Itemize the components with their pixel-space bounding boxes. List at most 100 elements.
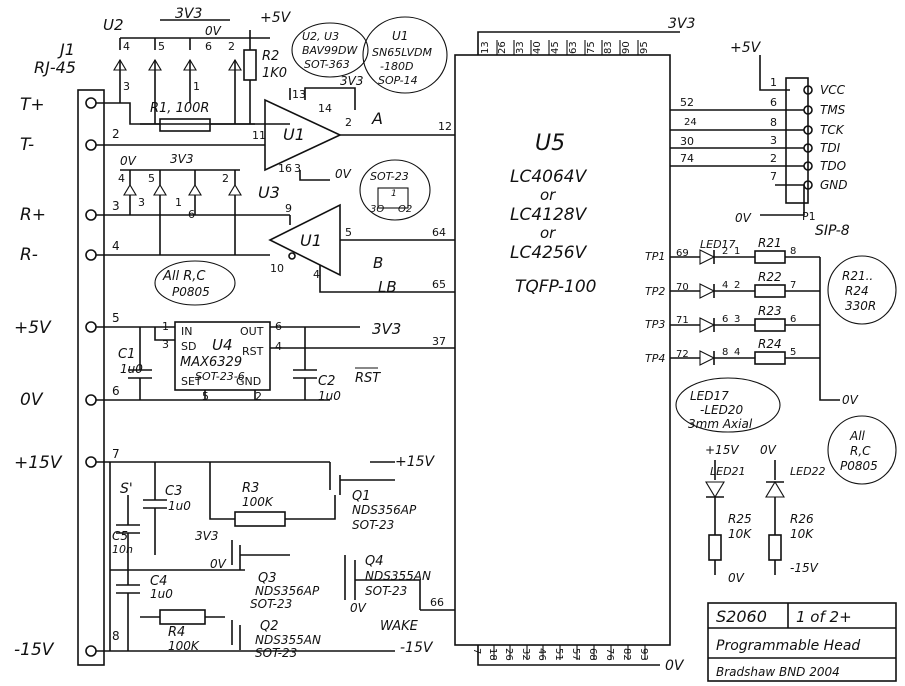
u2-pin-3: 3 <box>123 80 130 93</box>
r23-body <box>754 318 786 332</box>
u3-diode-4 <box>228 183 242 196</box>
j1-label-m15v: -15V <box>14 640 55 660</box>
j1-pin-num-6: 6 <box>112 384 120 398</box>
svg-text:5: 5 <box>790 347 796 358</box>
j1-ref: J1 <box>57 40 75 59</box>
u3-pin-1: 1 <box>175 196 182 209</box>
rail-0v-top: 0V <box>205 24 222 38</box>
q4-part: NDS355AN <box>365 569 431 583</box>
svg-text:-180D: -180D <box>380 60 413 73</box>
r26-ref: R26 <box>790 512 814 526</box>
u5-or-1: or <box>540 186 556 204</box>
tp4: TP4 <box>645 352 665 365</box>
r21-body <box>754 250 786 264</box>
j1-pin-num-5: 5 <box>112 311 120 325</box>
svg-text:4: 4 <box>734 347 740 358</box>
svg-text:SOT-23: SOT-23 <box>370 170 409 183</box>
led22-label: LED22 <box>790 465 826 478</box>
u1-driver-body <box>264 98 342 172</box>
j1-label-p15v: +15V <box>14 453 63 473</box>
svg-text:51: 51 <box>553 648 564 661</box>
c5-value: 10n <box>112 543 133 556</box>
note-cloud-rc2: All R,C P0805 <box>827 415 897 485</box>
r22-body <box>754 284 786 298</box>
p1-tdi: TDI <box>820 141 841 155</box>
tp3: TP3 <box>645 318 665 331</box>
q2-ref: Q2 <box>260 619 279 634</box>
led-testpoints: TP1 TP2 TP3 TP4 69 70 71 72 LED17 2 1 4 … <box>645 236 859 407</box>
r2-ref: R2 <box>262 49 279 64</box>
svg-text:26: 26 <box>497 41 508 54</box>
j1-wires <box>96 102 395 652</box>
svg-text:P0805: P0805 <box>172 285 210 299</box>
u5-top-3v3: 3V3 <box>668 16 695 32</box>
svg-text:1: 1 <box>391 189 397 199</box>
svg-text:R24: R24 <box>758 337 782 351</box>
q3-0v: 0V <box>210 557 227 571</box>
u4-pin-out: OUT <box>240 325 264 338</box>
svg-text:71: 71 <box>676 315 689 326</box>
svg-text:LED17: LED17 <box>690 389 729 403</box>
r25-0v: 0V <box>728 571 745 585</box>
svg-text:12: 12 <box>438 120 452 133</box>
led-0v: 0V <box>842 393 859 407</box>
u1r-pin-4: 4 <box>313 268 320 281</box>
svg-text:24: 24 <box>684 117 697 128</box>
u4-pin-in: IN <box>181 325 192 338</box>
net-a: A <box>371 109 383 128</box>
svg-text:6: 6 <box>770 96 777 109</box>
r4-body <box>159 609 206 625</box>
q4-pkg: SOT-23 <box>365 584 407 598</box>
u5-part-3: LC4256V <box>510 243 588 263</box>
svg-text:R24: R24 <box>845 284 869 298</box>
title-page: 1 of 2+ <box>796 608 852 626</box>
svg-text:-LED20: -LED20 <box>700 403 743 417</box>
r3-body <box>234 511 286 527</box>
u5-bottom-pins: 7 18 26 32 46 51 57 68 76 82 93 <box>471 645 649 661</box>
svg-text:R21: R21 <box>758 236 782 250</box>
svg-text:75: 75 <box>586 41 597 54</box>
svg-text:BAV99DW: BAV99DW <box>302 44 359 57</box>
u2-pin-6: 6 <box>205 40 212 53</box>
svg-text:SOT-363: SOT-363 <box>304 58 350 71</box>
title-author: Bradshaw BND 2004 <box>716 665 840 679</box>
c3-value: 1u0 <box>168 499 191 513</box>
connector-j1: J1 RJ-45 T+ T- R+ R- +5V 0V +15V -15V 2 … <box>14 40 120 666</box>
p1-type: SIP-8 <box>815 223 850 239</box>
j1-label-t-plus: T+ <box>20 95 45 115</box>
u4-pin-rst: RST <box>242 345 264 358</box>
p1-gnd: GND <box>820 178 848 192</box>
svg-text:All: All <box>849 429 866 443</box>
p1-0v: 0V <box>735 211 752 225</box>
cpld-u5: U5 LC4064V or LC4128V or LC4256V TQFP-10… <box>432 16 695 674</box>
p1-p5v: +5V <box>730 40 762 56</box>
svg-text:74: 74 <box>680 152 694 165</box>
c3-ref: C3 <box>165 484 182 499</box>
svg-text:C2: C2 <box>318 374 335 389</box>
u2-pin-4: 4 <box>123 40 130 53</box>
svg-text:2: 2 <box>722 246 728 257</box>
u3-diode-1 <box>123 183 137 196</box>
u2-ref: U2 <box>103 16 124 34</box>
svg-text:82: 82 <box>621 648 632 661</box>
svg-text:40: 40 <box>532 41 543 54</box>
r24-body <box>754 351 786 365</box>
reset-supervisor-u4: IN SD OUT RST SET GND U4 MAX6329 SOT-23-… <box>154 320 455 403</box>
r25-value: 10K <box>728 527 752 541</box>
r1-label: R1, 100R <box>150 101 209 116</box>
svg-text:3: 3 <box>770 134 777 147</box>
led22-0v: 0V <box>760 443 777 457</box>
q4-0v: 0V <box>350 601 367 615</box>
u3-pin-6: 6 <box>188 208 195 221</box>
u5-part-1: LC4064V <box>510 167 588 187</box>
j1-pin-8 <box>85 645 97 657</box>
line-receiver-u1: U1 9 10 4 5 B LB <box>268 202 455 296</box>
j1-label-p5v: +5V <box>14 318 52 338</box>
svg-text:3O: 3O <box>370 204 384 215</box>
j1-pin-num-3: 3 <box>112 199 120 213</box>
u5-bottom-0v: 0V <box>665 658 685 674</box>
svg-text:O2: O2 <box>398 204 412 215</box>
u1r-pin-10: 10 <box>270 262 284 275</box>
q1-p15v: +15V <box>395 454 436 470</box>
svg-text:7: 7 <box>790 280 796 291</box>
